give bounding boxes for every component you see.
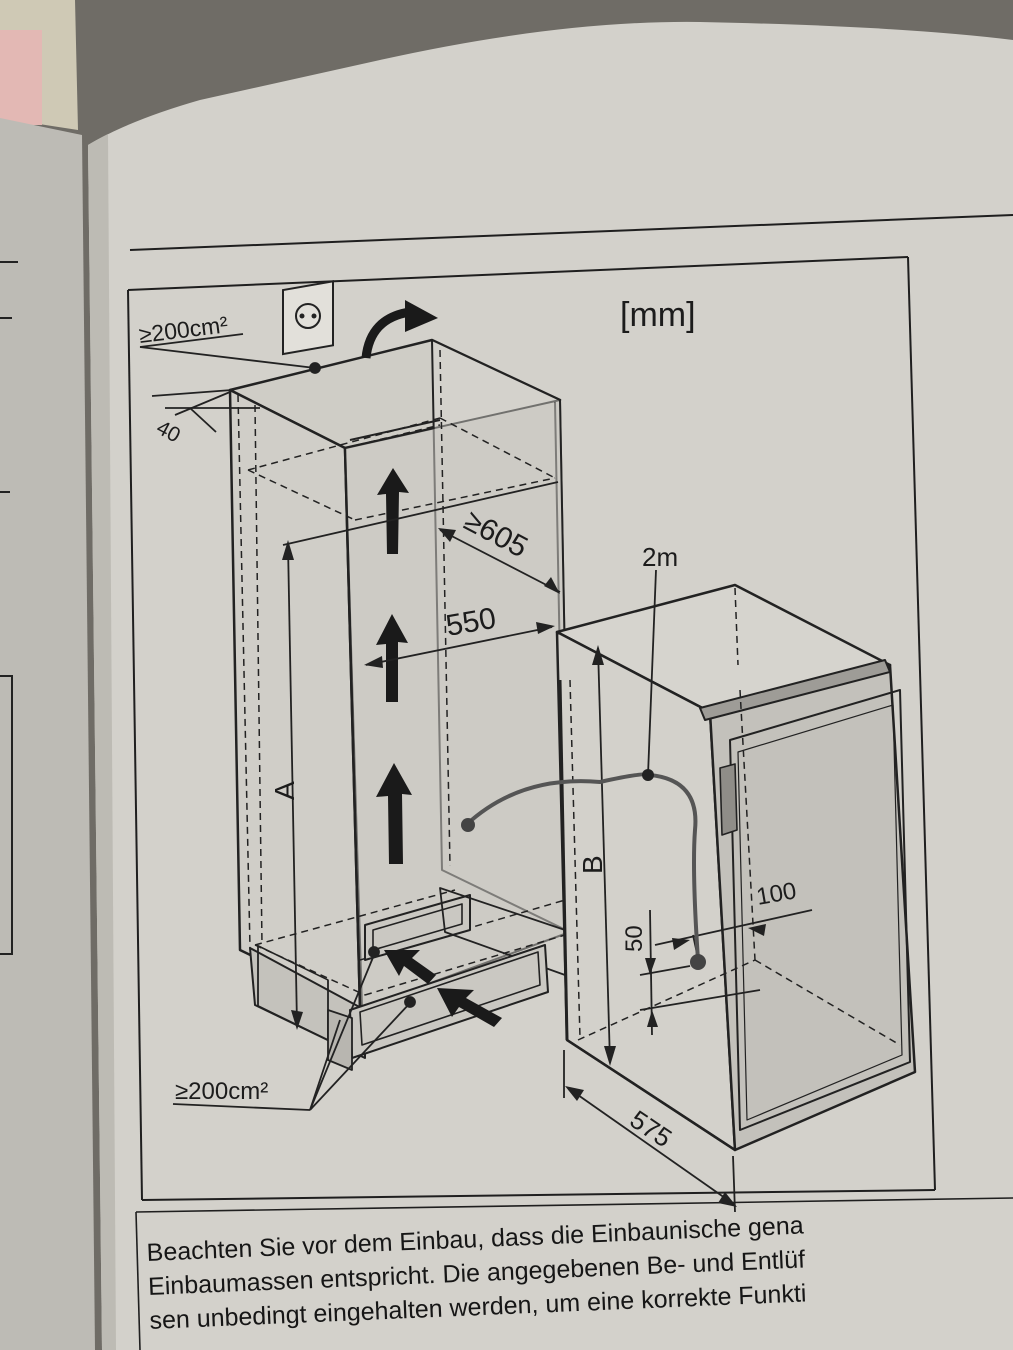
arrow-in-icon: [437, 988, 502, 1027]
appliance-height-dim: B: [577, 855, 608, 874]
unit-label: [mm]: [620, 296, 696, 334]
page-frame: [127, 214, 1013, 1350]
arrow-up-icon: [377, 468, 409, 554]
airflow-arrows: [376, 468, 502, 1027]
arrow-up-icon: [376, 614, 408, 702]
exhaust-arrow-icon: [361, 300, 438, 359]
arrow-in-icon: [384, 950, 436, 984]
cable-length-dim: 2m: [642, 542, 678, 572]
plug-height-dim: 50: [621, 925, 648, 952]
appliance: [555, 583, 917, 1152]
arrow-up-icon: [376, 763, 412, 864]
power-cable: [461, 769, 706, 970]
power-socket-icon: [282, 280, 334, 356]
bottom-vent-label: ≥200cm²: [175, 1078, 268, 1105]
niche-height-dim: A: [269, 781, 300, 800]
